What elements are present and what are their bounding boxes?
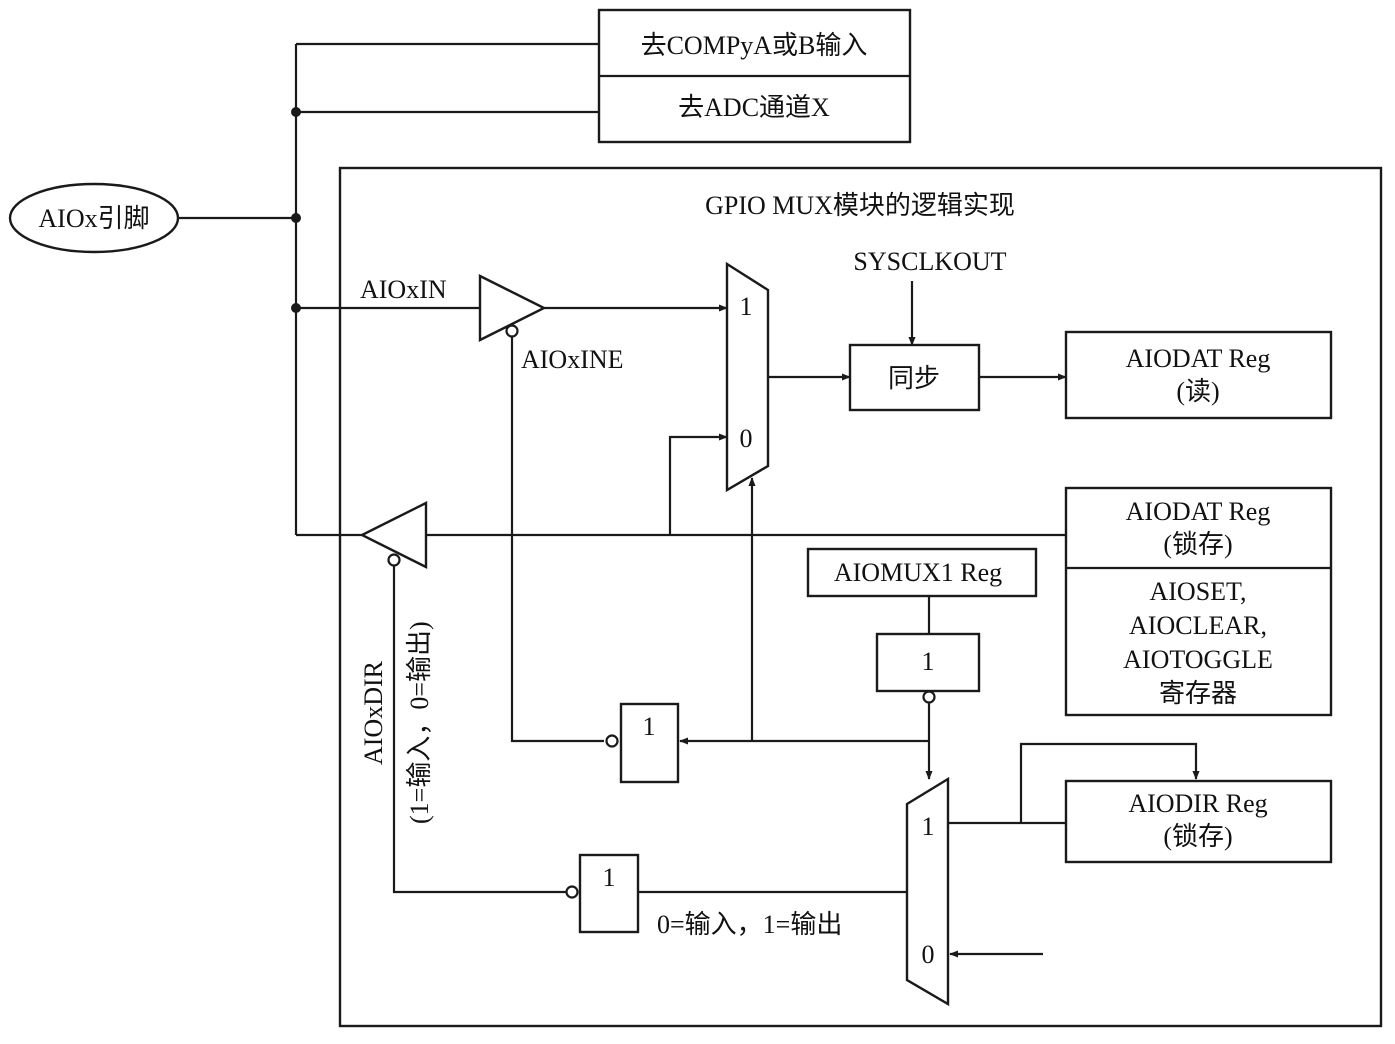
aioxine-wire — [510, 337, 604, 743]
aiomux1-block: AIOMUX1 Reg 1 — [679, 477, 1038, 780]
direction-gate-label: 1 — [603, 863, 616, 892]
output-buffer-enable-bubble — [387, 553, 401, 567]
direction-mux-input-1-label: 1 — [922, 812, 935, 841]
aiomux1-gate-bubble — [922, 690, 936, 704]
aioxdir-labels: AIOxDIR (1=输入，0=输出) — [359, 621, 434, 824]
set-clear-register-label: 寄存器 — [1159, 679, 1237, 708]
sysclkout-label: SYSCLKOUT — [853, 247, 1006, 276]
ine-gate: 1 — [605, 702, 680, 784]
junction-dot — [291, 107, 301, 117]
direction-mux-shape — [905, 776, 950, 1007]
sync-block: SYSCLKOUT 同步 — [848, 247, 1067, 412]
to-compare-label: 去COMPyA或B输入 — [641, 31, 868, 60]
to-adc-label: 去ADC通道X — [678, 93, 830, 122]
aiodat-latch-sublabel: (锁存) — [1163, 530, 1232, 559]
module-title: GPIO MUX模块的逻辑实现 — [705, 191, 1015, 220]
direction-mux-input-0-label: 0 — [922, 940, 935, 969]
aiodir-loop-wire — [1019, 742, 1200, 823]
input-buffer — [478, 274, 547, 342]
sync-label: 同步 — [888, 364, 940, 393]
aioxdir-wire — [392, 566, 566, 894]
input-path: AIOxIN AIOxINE — [296, 274, 728, 743]
aiomux1-label: AIOMUX1 Reg — [834, 558, 1002, 587]
aiodir-register: AIODIR Reg (锁存) — [1064, 779, 1333, 864]
output-path — [296, 433, 1066, 569]
input-buffer-enable-bubble — [505, 324, 519, 338]
direction-mux: 1 0 — [905, 742, 1200, 1007]
direction-note: 0=输入，1=输出 — [657, 910, 842, 939]
aioxine-label: AIOxINE — [521, 345, 624, 374]
aioxdir-note: (1=输入，0=输出) — [405, 621, 434, 824]
aioclear-label: AIOCLEAR, — [1129, 611, 1267, 640]
aiodat-read-label: AIODAT Reg — [1126, 344, 1271, 373]
junction-dot — [291, 213, 301, 223]
destination-boxes: 去COMPyA或B输入 去ADC通道X — [597, 8, 912, 144]
aiotoggle-label: AIOTOGGLE — [1123, 645, 1273, 674]
latch-feedback-wire — [668, 433, 728, 535]
aiodat-latch-box — [1064, 486, 1333, 717]
aiodir-box — [1064, 779, 1333, 864]
gpio-mux-module-frame — [338, 166, 1383, 1028]
ine-gate-box — [619, 702, 680, 784]
pin-label: AIOx引脚 — [38, 204, 149, 233]
read-mux-input-0-label: 0 — [740, 424, 753, 453]
pin-node: AIOx引脚 — [8, 182, 180, 254]
aiomux1-box — [806, 547, 1038, 598]
read-mux-input-1-label: 1 — [740, 292, 753, 321]
aioxin-label: AIOxIN — [360, 275, 447, 304]
pin-bus — [178, 42, 599, 535]
read-mux-shape — [725, 261, 770, 493]
direction-gate-bubble — [565, 885, 579, 899]
aiodat-latch-register: AIODAT Reg (锁存) AIOSET, AIOCLEAR, AIOTOG… — [1064, 486, 1333, 717]
ine-gate-label: 1 — [643, 712, 656, 741]
aiomux1-buffer-gate — [875, 632, 981, 693]
aiodat-read-sublabel: (读) — [1176, 377, 1219, 406]
aioxdir-label: AIOxDIR — [359, 660, 388, 765]
aiodat-read-register: AIODAT Reg (读) — [1064, 330, 1333, 420]
direction-gate-box — [578, 853, 640, 934]
aiodat-read-box — [1064, 330, 1333, 420]
aiodir-sublabel: (锁存) — [1163, 822, 1232, 851]
direction-gate: 1 0=输入，1=输出 — [392, 566, 907, 939]
ine-gate-bubble — [605, 734, 619, 748]
read-mux: 1 0 — [725, 261, 851, 493]
aioset-label: AIOSET, — [1149, 577, 1246, 606]
aiodir-label: AIODIR Reg — [1128, 789, 1267, 818]
aiomux1-gate-label: 1 — [922, 647, 935, 676]
aiodat-latch-label: AIODAT Reg — [1126, 497, 1271, 526]
